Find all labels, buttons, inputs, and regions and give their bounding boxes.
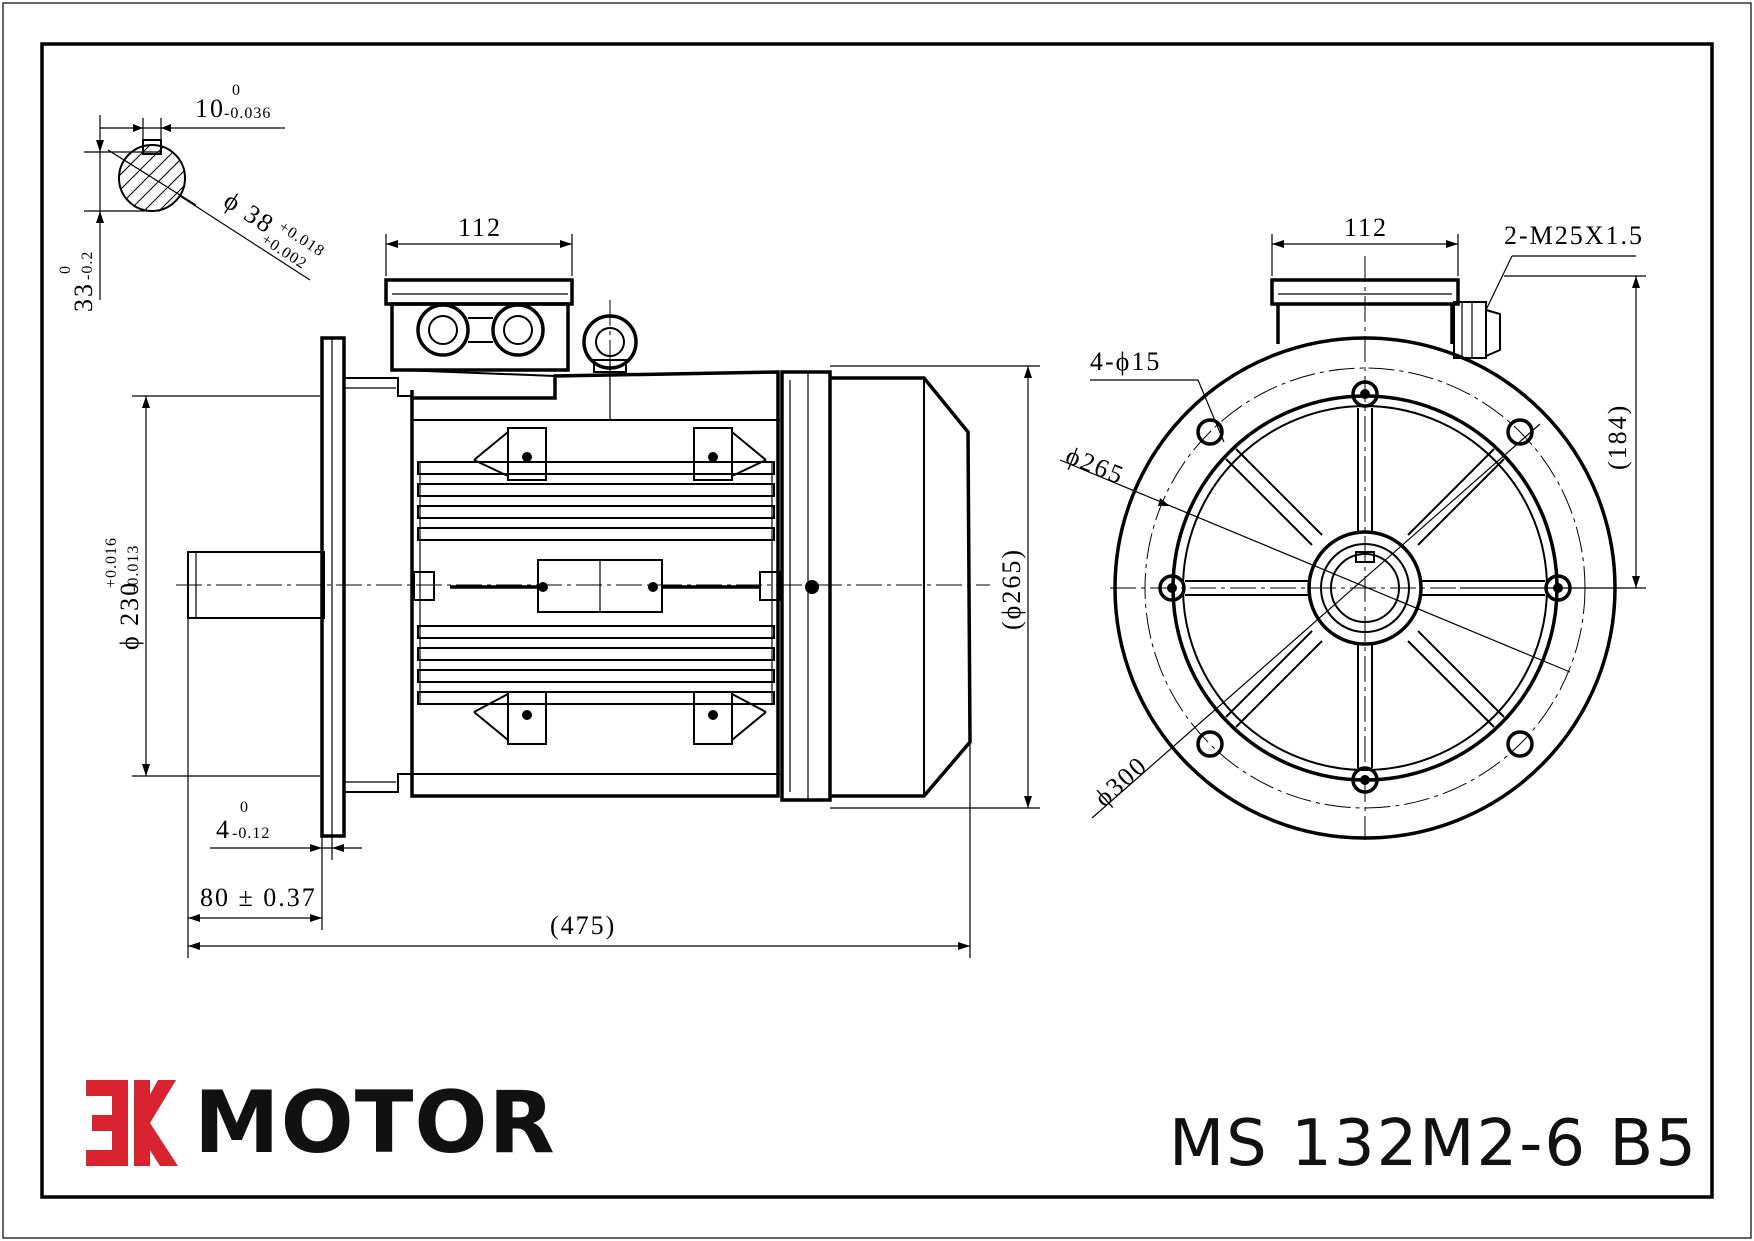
- shaft-length-dim: 80 ± 0.37: [200, 883, 317, 912]
- key-width-tol-lower: -0.036: [224, 105, 271, 122]
- spigot-dia-dim: ϕ 230: [115, 581, 144, 650]
- front-view: [1059, 234, 1646, 840]
- brand-name: MOTOR: [194, 1073, 556, 1173]
- body-dia-dim: (ϕ265): [997, 548, 1026, 630]
- overall-length-dim: (475): [550, 911, 616, 940]
- spokes: [1185, 408, 1545, 768]
- total-height-dim: (184): [1603, 404, 1632, 470]
- pcd-dim: ϕ265: [1062, 441, 1129, 491]
- cooling-fins: [417, 461, 775, 705]
- shaft-section: [84, 115, 311, 300]
- side-view: [132, 234, 1040, 958]
- shaft-height-tol-lower: -0.2: [79, 251, 96, 280]
- flange-dia-dim: ϕ300: [1089, 750, 1154, 812]
- brand-logo: MOTOR: [84, 1068, 556, 1178]
- drawing-frame: [40, 42, 1714, 1199]
- spigot-depth-tol-upper: 0: [240, 799, 249, 816]
- spigot-dia-tol-upper: +0.016: [103, 537, 120, 588]
- spigot-depth-dim: 4: [216, 815, 231, 844]
- terminal-box-width-side-dim: 112: [458, 213, 502, 242]
- terminal-box-width-front-dim: 112: [1344, 213, 1388, 242]
- cable-gland-dim: 2-M25X1.5: [1504, 221, 1644, 250]
- spigot-depth-tol-lower: -0.12: [232, 825, 270, 842]
- key-width-tol-upper: 0: [232, 82, 241, 99]
- shaft-height-tol-upper: 0: [57, 265, 74, 274]
- holes-dim: 4-ϕ15: [1090, 347, 1161, 376]
- 3k-logo-mark: [86, 1080, 178, 1166]
- spigot-dia-tol-lower: -0.013: [125, 545, 142, 592]
- shaft-dia-dim: ϕ 38: [219, 186, 280, 240]
- shaft-height-dim: 33: [69, 282, 98, 312]
- model-number: MS 132M2-6 B5: [1168, 1107, 1698, 1181]
- key-width-dim: 10: [195, 94, 225, 123]
